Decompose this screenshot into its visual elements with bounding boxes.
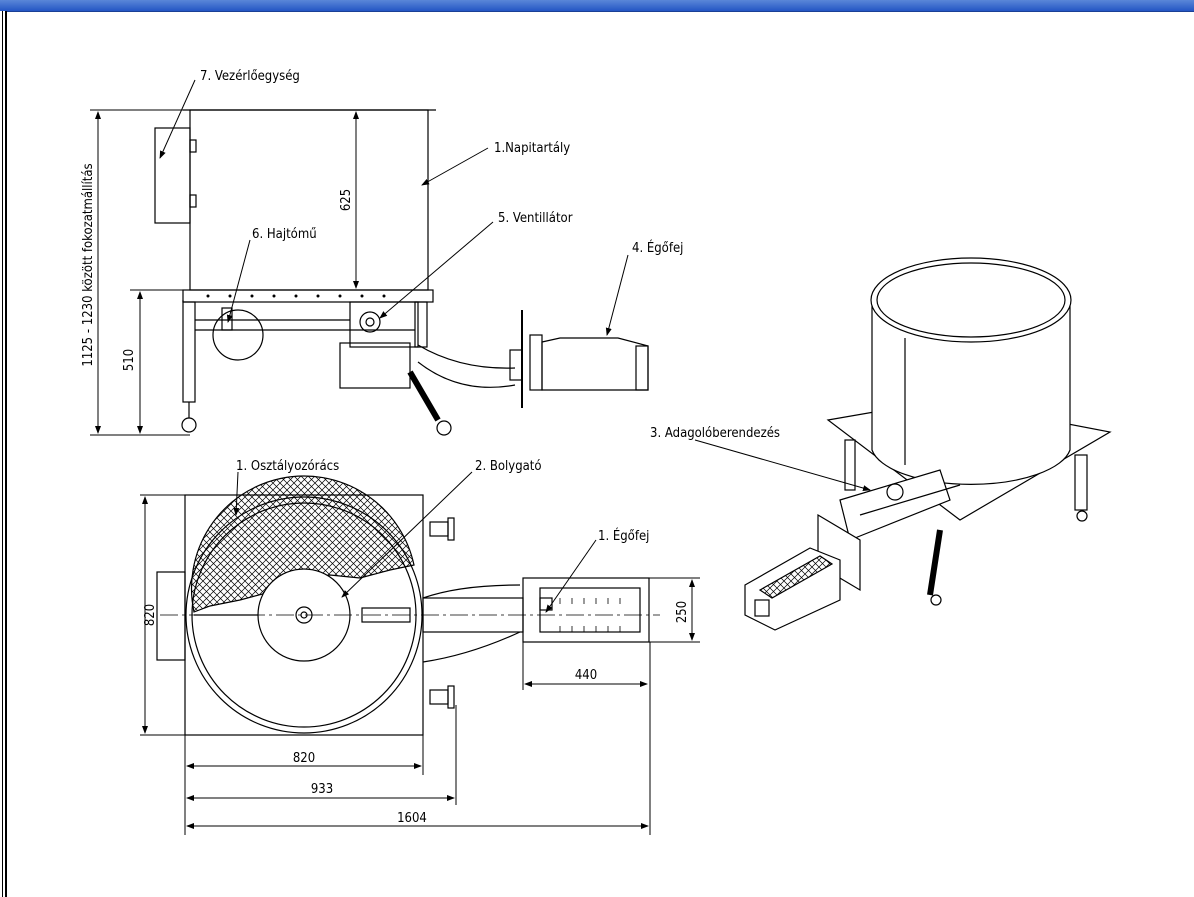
dim-250: 250 (675, 601, 690, 623)
stirrer-label: 2. Bolygató (475, 459, 542, 474)
side-view (154, 109, 649, 436)
dim-820-horizontal: 820 (293, 751, 315, 766)
wheel-left (181, 417, 197, 433)
gearbox-motor (212, 309, 264, 361)
isometric-view (744, 257, 1112, 631)
iso-cylinder (871, 300, 1071, 485)
fan-housing (349, 301, 419, 348)
control-unit-label: 7. Vezérlőegység (200, 69, 300, 84)
day-tank-label: 1.Napitartály (494, 141, 570, 156)
dim-440: 440 (575, 668, 597, 683)
window-left-border (0, 11, 7, 897)
side-dimensions (90, 109, 432, 436)
burner-slots (559, 598, 621, 632)
dim-820-vertical: 820 (143, 604, 158, 626)
frame-leg-left (182, 301, 196, 403)
top-leaders (233, 471, 597, 613)
burner-side-label: 4. Égőfej (632, 240, 683, 256)
burner-head-top (522, 577, 650, 643)
day-tank-side (189, 109, 429, 291)
dim-1604: 1604 (397, 811, 427, 826)
dim-625: 625 (339, 189, 354, 211)
feeder-label: 3. Adagolóberendezés (650, 426, 780, 441)
feeder-leader (694, 439, 871, 491)
top-view (156, 475, 650, 736)
dim-510: 510 (122, 349, 137, 371)
top-dimensions (140, 494, 700, 835)
wheel-right (436, 420, 452, 436)
side-leaders (159, 79, 629, 336)
dim-933: 933 (311, 782, 333, 797)
control-box (154, 127, 191, 224)
fan-label: 5. Ventillátor (498, 211, 573, 226)
grate-mesh (190, 475, 415, 613)
adjust-range-label: 1125 - 1230 között fokozatmállítás (81, 163, 96, 366)
window-titlebar (0, 0, 1194, 12)
window-left-edge (2, 11, 3, 897)
burner-top-label: 1. Égőfej (598, 528, 649, 544)
iso-cylinder-top (870, 257, 1072, 343)
burner-head-side (541, 337, 649, 391)
gearbox-label: 6. Hajtómű (252, 227, 317, 242)
frame-holes (206, 294, 386, 298)
grate-label: 1. Osztályozórács (236, 459, 339, 474)
